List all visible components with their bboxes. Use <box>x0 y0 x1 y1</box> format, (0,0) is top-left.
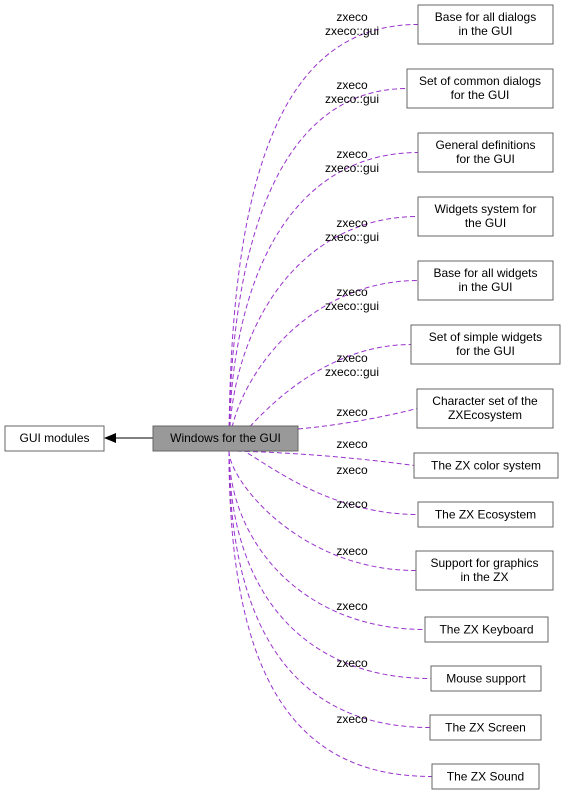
edge-the-zx-color-system <box>228 450 415 466</box>
edge-label-the-zx-screen: zxeco <box>336 656 368 670</box>
module-box <box>417 501 554 528</box>
module-label-line: the GUI <box>465 216 506 230</box>
module-label-line: in the GUI <box>458 280 512 294</box>
module-box <box>417 196 554 237</box>
module-box <box>413 452 559 479</box>
edge-label-base-for-all-widgets-in-the-gui: zxeco::gui <box>325 299 379 313</box>
module-label-line: for the GUI <box>456 344 515 358</box>
edge-label-base-for-all-dialogs-in-the-gui: zxeco <box>336 10 368 24</box>
edge-base-for-all-widgets-in-the-gui <box>228 280 419 452</box>
module-box <box>417 132 554 173</box>
edge-label-the-zx-sound: zxeco <box>336 712 368 726</box>
edge-label-general-definitions-for-the-gui: zxeco::gui <box>325 161 379 175</box>
edge-label-the-zx-keyboard: zxeco <box>336 544 368 558</box>
edge-label-general-definitions-for-the-gui: zxeco <box>336 147 368 161</box>
module-label-line: ZXEcosystem <box>448 408 522 422</box>
edge-widgets-system-for-the-gui <box>228 216 419 452</box>
center-node-label: Windows for the GUI <box>170 431 281 445</box>
module-label-line: The ZX Screen <box>445 721 526 735</box>
edge-general-definitions-for-the-gui <box>228 152 419 452</box>
module-node-the-zx-screen[interactable]: The ZX Screen <box>429 714 542 741</box>
edge-label-character-set-of-the-zxecosystem: zxeco <box>336 405 368 419</box>
edge-label-set-of-simple-widgets-for-the-gui: zxeco::gui <box>325 365 379 379</box>
module-label-line: Widgets system for <box>434 202 536 216</box>
module-node-the-zx-sound[interactable]: The ZX Sound <box>431 763 540 790</box>
parent-node-gui-modules[interactable]: GUI modules <box>4 425 105 452</box>
edge-label-mouse-support: zxeco <box>336 599 368 613</box>
center-node-windows-for-the-gui[interactable]: Windows for the GUI <box>152 425 299 452</box>
edge-label-set-of-common-dialogs-for-the-gui: zxeco::gui <box>325 92 379 106</box>
edge-label-support-for-graphics-in-the-zx: zxeco <box>336 497 368 511</box>
edge-label-the-zx-color-system: zxeco <box>336 437 368 451</box>
module-label-line: Support for graphics <box>430 556 538 570</box>
module-label-line: The ZX Ecosystem <box>435 508 536 522</box>
module-box <box>429 714 542 741</box>
edge-the-zx-keyboard <box>228 450 426 630</box>
module-box <box>430 665 542 692</box>
module-box <box>424 616 549 643</box>
edge-the-zx-screen <box>228 450 431 728</box>
module-label-line: in the GUI <box>458 24 512 38</box>
module-box <box>416 388 554 429</box>
module-label-line: The ZX color system <box>431 459 541 473</box>
module-label-line: Base for all widgets <box>433 266 537 280</box>
edge-label-set-of-common-dialogs-for-the-gui: zxeco <box>336 78 368 92</box>
module-label-line: The ZX Sound <box>447 770 524 784</box>
module-box <box>406 68 554 109</box>
module-label-line: The ZX Keyboard <box>439 623 533 637</box>
module-node-mouse-support[interactable]: Mouse support <box>430 665 542 692</box>
module-label-line: Set of simple widgets <box>429 330 542 344</box>
edge-label-widgets-system-for-the-gui: zxeco::gui <box>325 230 379 244</box>
parent-node-label: GUI modules <box>19 431 89 445</box>
module-box <box>415 550 554 591</box>
edges-layer: zxecozxeco::guizxecozxeco::guizxecozxeco… <box>228 10 433 777</box>
edge-character-set-of-the-zxecosystem <box>297 408 418 430</box>
module-node-the-zx-color-system[interactable]: The ZX color system <box>413 452 559 479</box>
edge-label-base-for-all-widgets-in-the-gui: zxeco <box>336 285 368 299</box>
edge-label-the-zx-ecosystem: zxeco <box>336 463 368 477</box>
module-label-line: in the ZX <box>460 570 508 584</box>
module-box <box>417 260 554 301</box>
edge-mouse-support <box>228 450 432 679</box>
module-node-the-zx-keyboard[interactable]: The ZX Keyboard <box>424 616 549 643</box>
module-label-line: for the GUI <box>451 88 510 102</box>
module-label-line: for the GUI <box>456 152 515 166</box>
edge-label-base-for-all-dialogs-in-the-gui: zxeco::gui <box>325 24 379 38</box>
module-box <box>431 763 540 790</box>
edge-support-for-graphics-in-the-zx <box>228 450 417 571</box>
edge-base-for-all-dialogs-in-the-gui <box>228 24 419 452</box>
edge-label-widgets-system-for-the-gui: zxeco <box>336 216 368 230</box>
module-box <box>410 324 561 365</box>
module-node-the-zx-ecosystem[interactable]: The ZX Ecosystem <box>417 501 554 528</box>
module-label-line: Character set of the <box>432 394 538 408</box>
module-label-line: Mouse support <box>446 672 526 686</box>
module-box <box>417 4 554 45</box>
module-label-line: Base for all dialogs <box>435 10 536 24</box>
module-label-line: General definitions <box>435 138 535 152</box>
edge-set-of-common-dialogs-for-the-gui <box>228 88 408 452</box>
edge-label-set-of-simple-widgets-for-the-gui: zxeco <box>336 351 368 365</box>
edge-the-zx-sound <box>228 450 433 777</box>
edge-the-zx-ecosystem <box>228 445 419 515</box>
module-label-line: Set of common dialogs <box>419 74 541 88</box>
